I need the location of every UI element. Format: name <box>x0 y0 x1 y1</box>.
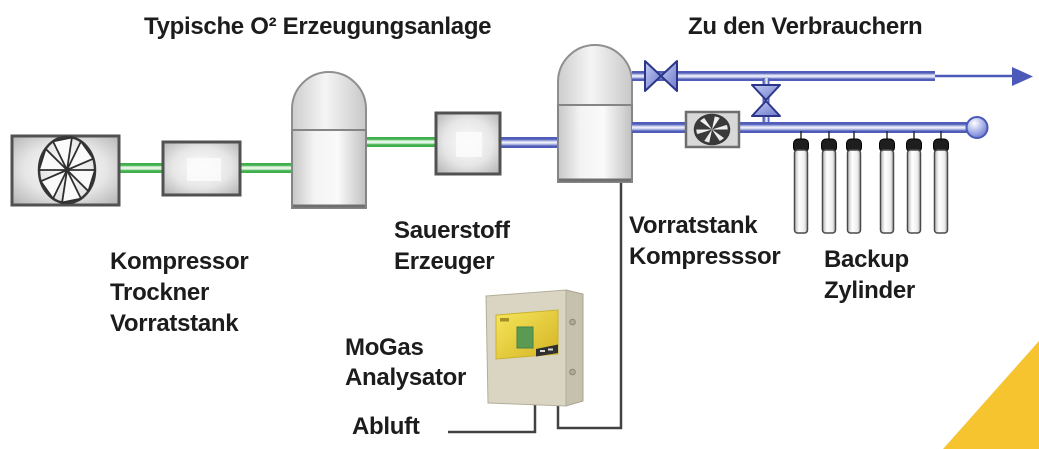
backup-cylinders <box>793 131 949 234</box>
label-kompresssor: Kompresssor <box>629 243 781 270</box>
cylinder-body <box>906 149 922 234</box>
exhaust-line <box>448 403 537 434</box>
label-mogas: MoGas <box>345 334 424 361</box>
distribution-pipe-top <box>632 60 1033 92</box>
analyzer-display-window <box>516 326 534 349</box>
valve-icon-vertical <box>751 84 781 117</box>
cylinder-manifold-pipe <box>632 116 989 139</box>
label-vorratstank-1: Vorratstank <box>110 310 239 337</box>
cylinder-body <box>933 149 949 234</box>
label-zylinder: Zylinder <box>824 277 915 304</box>
screw-icon <box>569 368 576 376</box>
pipe-end-ball <box>965 116 989 139</box>
screw-icon <box>569 318 576 326</box>
storage-tank-1 <box>291 71 367 209</box>
fan-blades-icon <box>38 136 96 204</box>
label-backup-cylinders: Backup Zylinder <box>824 244 915 306</box>
mogas-analyzer-unit <box>485 289 584 407</box>
analyzer-logo-mark <box>500 318 509 322</box>
booster-fan-blades-icon <box>695 115 729 144</box>
label-abluft: Abluft <box>352 413 420 440</box>
title-consumers: Zu den Verbrauchern <box>688 13 923 40</box>
pipe-green-3 <box>362 137 442 147</box>
label-analysator: Analysator <box>345 364 467 391</box>
label-sauerstoff: Sauerstoff <box>394 217 510 244</box>
analyzer-keypad-strip <box>536 344 558 357</box>
label-vorratstank-2: Vorratstank <box>629 212 758 239</box>
storage-tank-2 <box>557 44 633 183</box>
backup-cylinder <box>846 131 862 234</box>
analyzer-side-panel <box>565 289 584 407</box>
backup-cylinder <box>793 131 809 234</box>
pipe-green-1 <box>112 163 170 173</box>
backup-cylinder <box>933 131 949 234</box>
pipe-blue-generator-to-tank <box>496 137 564 148</box>
sample-line-tank-to-analyzer <box>556 174 623 430</box>
pipe-green-2 <box>236 163 298 173</box>
label-kompressor: Kompressor <box>110 248 249 275</box>
title-plant: Typische O² Erzeugungsanlage <box>144 13 492 40</box>
dryer-unit <box>161 140 242 197</box>
label-storage-compressor: Vorratstank Kompresssor <box>629 210 781 272</box>
label-analyzer: MoGas Analysator <box>345 333 466 393</box>
backup-cylinder <box>906 131 922 234</box>
cylinder-body <box>793 149 809 234</box>
label-trockner: Trockner <box>110 279 209 306</box>
valve-icon-horizontal <box>644 60 678 92</box>
oxygen-generator-unit <box>434 111 502 176</box>
cylinder-body <box>821 149 837 234</box>
compressor-unit <box>10 134 121 207</box>
label-compressor-group: Kompressor Trockner Vorratstank <box>110 246 249 339</box>
cylinder-body <box>879 149 895 234</box>
label-erzeuger: Erzeuger <box>394 248 495 275</box>
backup-cylinder <box>821 131 837 234</box>
cylinder-body <box>846 149 862 234</box>
backup-cylinder <box>879 131 895 234</box>
corner-accent-triangle <box>943 341 1039 449</box>
label-oxygen-generator: Sauerstoff Erzeuger <box>394 215 510 277</box>
branch-valve <box>751 78 781 128</box>
flow-arrow-icon <box>1012 67 1033 86</box>
booster-fan-unit <box>684 110 741 149</box>
label-backup: Backup <box>824 246 909 273</box>
